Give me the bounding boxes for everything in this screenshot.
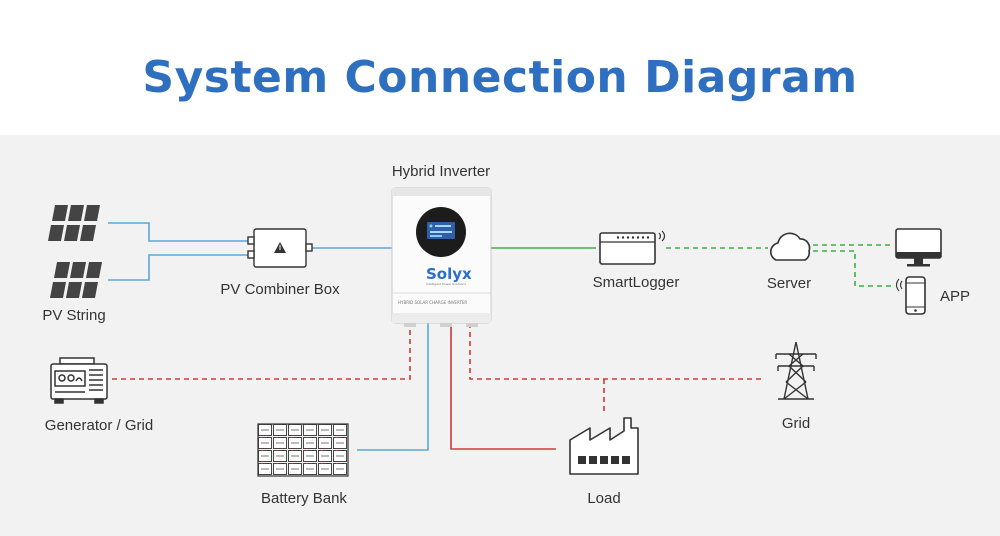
grid-label: Grid (782, 415, 810, 432)
pv-dc-line (108, 222, 248, 242)
page-title: System Connection Diagram (142, 52, 858, 103)
generator-icon (50, 357, 108, 404)
factory-icon (569, 417, 639, 475)
connection-lines (108, 222, 893, 451)
generator-grid-label: Generator / Grid (45, 417, 153, 434)
combiner-box-icon (247, 228, 313, 268)
load-ac-line (450, 323, 556, 450)
smartlogger-icon (599, 230, 666, 265)
diagram-panel (0, 135, 1000, 536)
load-label: Load (587, 490, 620, 507)
solar-panel-icon (50, 262, 102, 298)
inverter-brand-tagline: Intelligent Power Solutions (426, 282, 466, 286)
pv-dc-line (108, 254, 248, 281)
app-label: APP (940, 288, 970, 305)
battery-dc-line (357, 323, 429, 451)
solar-panel-icon (48, 205, 100, 241)
battery-icon (257, 423, 349, 477)
monitor-icon (895, 228, 942, 267)
grid-ac-line (469, 323, 763, 380)
pv-combiner-box-label: PV Combiner Box (220, 281, 340, 298)
pv-string-label: PV String (42, 307, 105, 324)
server-label: Server (767, 275, 811, 292)
battery-bank-label: Battery Bank (261, 490, 347, 507)
inverter-model-text: HYBRID SOLAR CHARGE INVERTER (398, 300, 467, 305)
generator-ac-line (112, 323, 411, 380)
inverter-brand-logo: Solyx (426, 265, 472, 283)
inverter-icon (391, 187, 492, 327)
smartphone-icon (895, 276, 926, 315)
transmission-tower-icon (775, 341, 817, 400)
cloud-icon (770, 232, 811, 261)
smartlogger-label: SmartLogger (593, 274, 680, 291)
hybrid-inverter-label: Hybrid Inverter (392, 163, 490, 180)
comm-dashed-line (813, 250, 893, 287)
